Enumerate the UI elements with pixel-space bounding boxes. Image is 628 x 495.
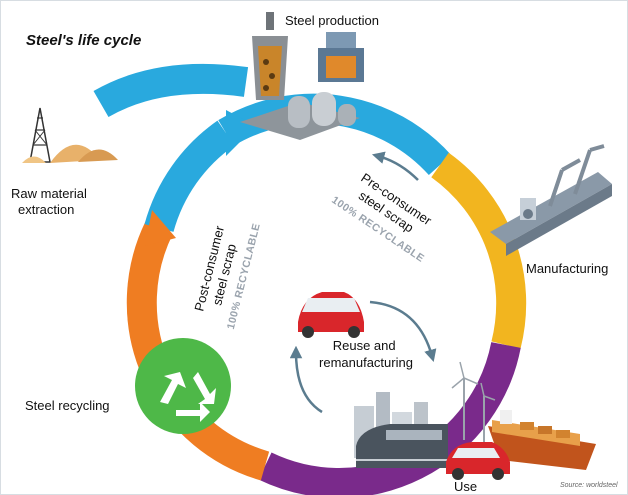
reuse-arrow-down — [369, 300, 437, 363]
source-credit: Source: worldsteel — [560, 482, 618, 489]
train-icon — [356, 424, 448, 468]
stage-use-label: Use — [454, 479, 477, 494]
ring-segment-post-consumer — [144, 120, 235, 233]
reuse-remanufacturing-label: Reuse and remanufacturing — [319, 338, 413, 370]
factory-robot-icon — [490, 144, 612, 256]
blast-furnace-icon — [252, 12, 288, 100]
ring-segment-raw-to-production — [93, 63, 249, 118]
stage-manufacturing-label: Manufacturing — [526, 261, 608, 276]
stage-steel-production-label: Steel production — [285, 13, 379, 28]
ship-icon — [488, 410, 596, 470]
ring-arrowhead-1 — [226, 110, 256, 156]
oil-derrick-icon — [29, 107, 51, 163]
pre-consumer-scrap-label: Pre-consumer steel scrap 100% RECYCLABLE — [329, 170, 435, 265]
svg-text:Post-consumer steel scra: Post-consumer steel scrap — [191, 221, 243, 317]
recycling-icon — [135, 338, 231, 434]
wind-turbine-icon — [451, 361, 496, 444]
converter-icon — [318, 32, 364, 82]
reuse-car-icon — [298, 292, 364, 338]
ring-segment-manufacturing — [431, 152, 527, 349]
steel-products-icon — [240, 92, 360, 140]
pre-consumer-arrow — [371, 151, 419, 181]
red-car-use-icon — [446, 442, 510, 480]
ore-pile-icon — [22, 144, 118, 163]
stage-raw-material-label: Raw material extraction — [11, 186, 90, 217]
ring-arrowhead-2 — [145, 210, 176, 246]
reuse-arrow-up — [289, 345, 323, 414]
post-consumer-scrap-label: Post-consumer steel scrap 100% RECYCLABL… — [191, 221, 263, 331]
diagram-title: Steel's life cycle — [26, 32, 141, 49]
stage-steel-recycling-label: Steel recycling — [25, 398, 110, 413]
